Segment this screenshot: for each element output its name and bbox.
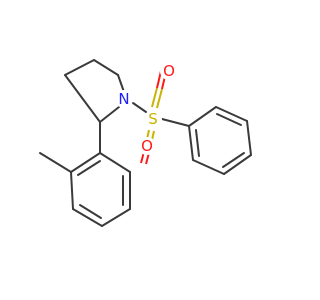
- oxygen-top-label: O: [163, 62, 175, 80]
- bond-ph4: [223, 154, 252, 175]
- bond-ph2: [215, 106, 248, 122]
- bond-ar2: [70, 171, 74, 210]
- bond-ph3: [246, 120, 252, 156]
- nitrogen-atom: N: [115, 90, 133, 108]
- bond-ar6: [99, 152, 131, 173]
- bond-ar-inner-1: [77, 160, 101, 176]
- bond-s-phenyl: [161, 118, 190, 127]
- bond-ph5: [192, 159, 225, 175]
- bond-ar1: [70, 152, 101, 173]
- tolyl-ring: [39, 121, 131, 227]
- bond-ph-inner-2: [222, 152, 245, 168]
- phenyl-ring-right: [188, 106, 252, 175]
- bond-ph-inner-3: [195, 129, 200, 157]
- atom-labels: N S O O: [115, 62, 178, 155]
- bond-n-c2: [99, 106, 120, 123]
- bond-s-o-top-c: [151, 87, 158, 108]
- bond-methyl: [39, 152, 72, 173]
- bond-ar4: [101, 208, 131, 227]
- oxygen-atom-bottom: O: [138, 137, 156, 155]
- pyrrolidine-ring: [64, 59, 125, 123]
- oxygen-bottom-label: O: [141, 137, 153, 155]
- bond-c5-n: [117, 74, 125, 93]
- bond-c3-c4: [64, 59, 95, 76]
- bond-s-o-top-d: [156, 70, 162, 89]
- bond-ar-inner-2: [79, 204, 102, 219]
- bond-c4-c5: [93, 59, 119, 76]
- bond-ph-inner-1: [216, 113, 242, 126]
- bond-n-s: [132, 102, 147, 113]
- sulfur-label: S: [148, 110, 158, 128]
- oxygen-atom-top: O: [160, 62, 178, 80]
- nitrogen-label: N: [118, 90, 129, 108]
- bond-ar3: [72, 208, 103, 227]
- bond-c2-c3: [64, 74, 101, 123]
- bond-s-o-top-a: [156, 88, 163, 109]
- bond-ph6: [188, 125, 194, 161]
- bond-ph1: [188, 106, 217, 127]
- molecule-structure: N S O O: [39, 59, 252, 227]
- sulfur-atom: S: [144, 110, 162, 128]
